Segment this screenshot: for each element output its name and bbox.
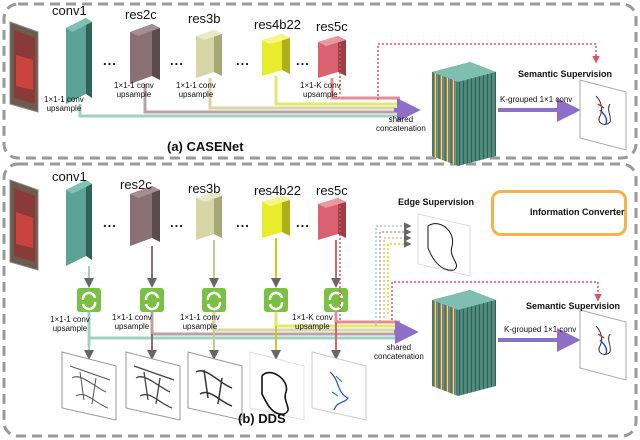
label-res2c-b: res2c (120, 177, 152, 192)
block-res5c-b (318, 198, 346, 240)
flow-conv1-a (78, 104, 400, 118)
concat-stack-a (432, 62, 496, 166)
block-res3b-a (196, 30, 222, 78)
info-converter-legend (491, 190, 627, 236)
semantic-output-b (579, 309, 627, 381)
flow-res5c-b (334, 312, 400, 324)
panel-b-border (2, 162, 638, 438)
block-res4b22-b (262, 196, 290, 238)
edge-map-3 (187, 351, 243, 421)
input-image-b (9, 179, 39, 271)
block-conv1-a (66, 18, 92, 104)
edge-map-2 (125, 351, 181, 421)
flow-res3b-a (208, 78, 400, 110)
block-conv1-b (66, 180, 92, 266)
label-res3b-b: res3b (188, 181, 221, 196)
edge-supervision-label: Edge Supervision (398, 197, 475, 207)
block-res4b22-a (262, 34, 290, 76)
dotted-edge-2 (379, 228, 412, 322)
panel-a-border (2, 2, 638, 160)
input-image-a (9, 21, 39, 113)
edge-map-5 (311, 351, 367, 421)
block-res5c-a (318, 36, 346, 78)
edge-map-4 (249, 351, 305, 421)
block-res2c-b (130, 186, 160, 246)
edge-supervision-image (417, 213, 471, 277)
dotted-supervision-a (377, 43, 600, 100)
edge-map-1 (61, 351, 117, 421)
semantic-output-a (579, 79, 627, 151)
converter-icon-5 (324, 288, 348, 312)
kgrouped-label-a: K-grouped 1×1 conv (500, 95, 573, 104)
semantic-supervision-b: Semantic Supervision (526, 301, 621, 311)
dots-a-1: ... (103, 53, 117, 68)
flow-res5c-a (330, 78, 400, 100)
converter-icon-4 (264, 288, 288, 312)
label-res4b22-a: res4b22 (254, 17, 301, 32)
semantic-supervision-a: Semantic Supervision (518, 69, 613, 79)
caption-b: (b) DDS (238, 411, 286, 426)
label-res5c-b: res5c (316, 183, 348, 198)
converter-icon-1 (77, 288, 101, 312)
dotted-edge-4 (387, 240, 412, 314)
dotted-edge-3 (383, 234, 412, 318)
converter-icon-3 (202, 288, 226, 312)
label-res2c-a: res2c (125, 7, 157, 22)
converter-icon-2 (140, 288, 164, 312)
flow-conv1-b (87, 312, 400, 346)
label-res3b-a: res3b (188, 11, 221, 26)
flow-res2c-a (143, 84, 400, 114)
caption-a: (a) CASENet (167, 139, 244, 154)
concat-stack-b (432, 290, 496, 396)
dots-b-3: ... (236, 215, 250, 230)
dotted-supervision-b (391, 281, 602, 320)
dotted-edge-1 (375, 222, 412, 326)
info-converter-label: Information Converter (530, 207, 625, 217)
label-res5c-a: res5c (316, 19, 348, 34)
dots-b-1: ... (103, 215, 117, 230)
dots-b-2: ... (170, 215, 184, 230)
dots-b-4: ... (296, 215, 310, 230)
dots-a-2: ... (170, 53, 184, 68)
label-conv1-a: conv1 (52, 3, 87, 18)
label-conv1-b: conv1 (52, 169, 87, 184)
dots-a-3: ... (236, 53, 250, 68)
kgrouped-label-b: K-grouped 1×1 conv (504, 325, 577, 334)
flow-res4b22-a (274, 76, 400, 106)
label-res4b22-b: res4b22 (254, 183, 301, 198)
block-res2c-a (130, 24, 160, 84)
dots-a-4: ... (296, 53, 310, 68)
block-res3b-b (196, 192, 222, 240)
